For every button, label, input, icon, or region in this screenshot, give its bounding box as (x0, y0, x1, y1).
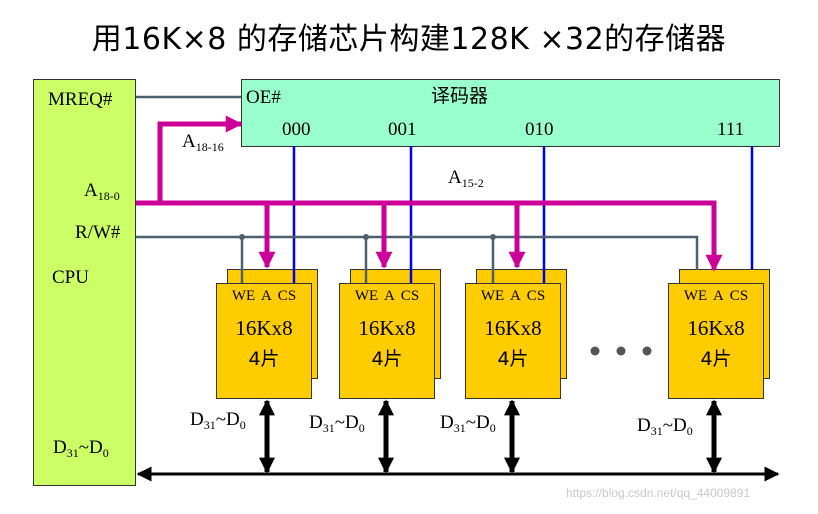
chip-count: 4片 (371, 348, 403, 370)
chip-data-label: D31~D0 (190, 409, 246, 432)
oe-label: OE# (246, 87, 281, 108)
rw-line (136, 235, 699, 270)
decoder-output-0: 000 (282, 119, 311, 140)
memory-chip-group: WE A CS 16Kx8 4片 (339, 283, 435, 399)
chip-count: 4片 (497, 348, 529, 370)
junction-dot (239, 234, 245, 240)
ellipsis-dot (616, 346, 626, 356)
diagram-title: 用16K×8 的存储芯片构建128K ×32的存储器 (91, 22, 727, 57)
chip-pins: WE A CS (354, 288, 420, 304)
cpu-label: CPU (52, 267, 89, 288)
cpu-block: MREQ# A18-0 R/W# CPU D31~D0 (33, 79, 136, 486)
high-address-branch (157, 115, 243, 203)
rw-label: R/W# (75, 222, 121, 243)
memory-chip-group: WE A CS 16Kx8 4片 (465, 283, 561, 399)
ellipsis-dot (590, 346, 600, 356)
chip-size: 16Kx8 (235, 316, 293, 340)
chip-size: 16Kx8 (687, 316, 745, 340)
chip-pins: WE A CS (231, 288, 297, 304)
junction-dot (363, 234, 369, 240)
chip-data-label: D31~D0 (440, 412, 496, 435)
watermark: https://blog.csdn.net/qq_44009891 (566, 486, 751, 500)
decoder-output-7: 111 (717, 119, 745, 140)
chip-size: 16Kx8 (358, 316, 416, 340)
mreq-label: MREQ# (48, 89, 113, 110)
decoder-output-1: 001 (388, 119, 417, 140)
decoder-title: 译码器 (431, 85, 489, 107)
decoder-output-2: 010 (525, 119, 554, 140)
ellipsis-dot (642, 346, 652, 356)
high-address-label: A18-16 (182, 131, 224, 154)
chip-pins: WE A CS (480, 288, 546, 304)
chip-pins: WE A CS (683, 288, 749, 304)
cpu-data-label: D31~D0 (53, 437, 109, 460)
low-address-label: A15-2 (448, 167, 484, 190)
chip-count: 4片 (700, 348, 732, 370)
cpu-address-label: A18-0 (84, 180, 120, 203)
memory-chip-group: WE A CS 16Kx8 4片 (668, 283, 764, 399)
chip-data-label: D31~D0 (309, 412, 365, 435)
junction-dot (490, 234, 496, 240)
memory-chip-group: WE A CS 16Kx8 4片 (216, 283, 312, 399)
chip-data-label: D31~D0 (637, 415, 693, 438)
chip-count: 4片 (248, 348, 280, 370)
decoder-block: OE# 译码器 000 001 010 111 (241, 79, 780, 147)
address-bus (136, 200, 723, 272)
chip-size: 16Kx8 (484, 316, 542, 340)
